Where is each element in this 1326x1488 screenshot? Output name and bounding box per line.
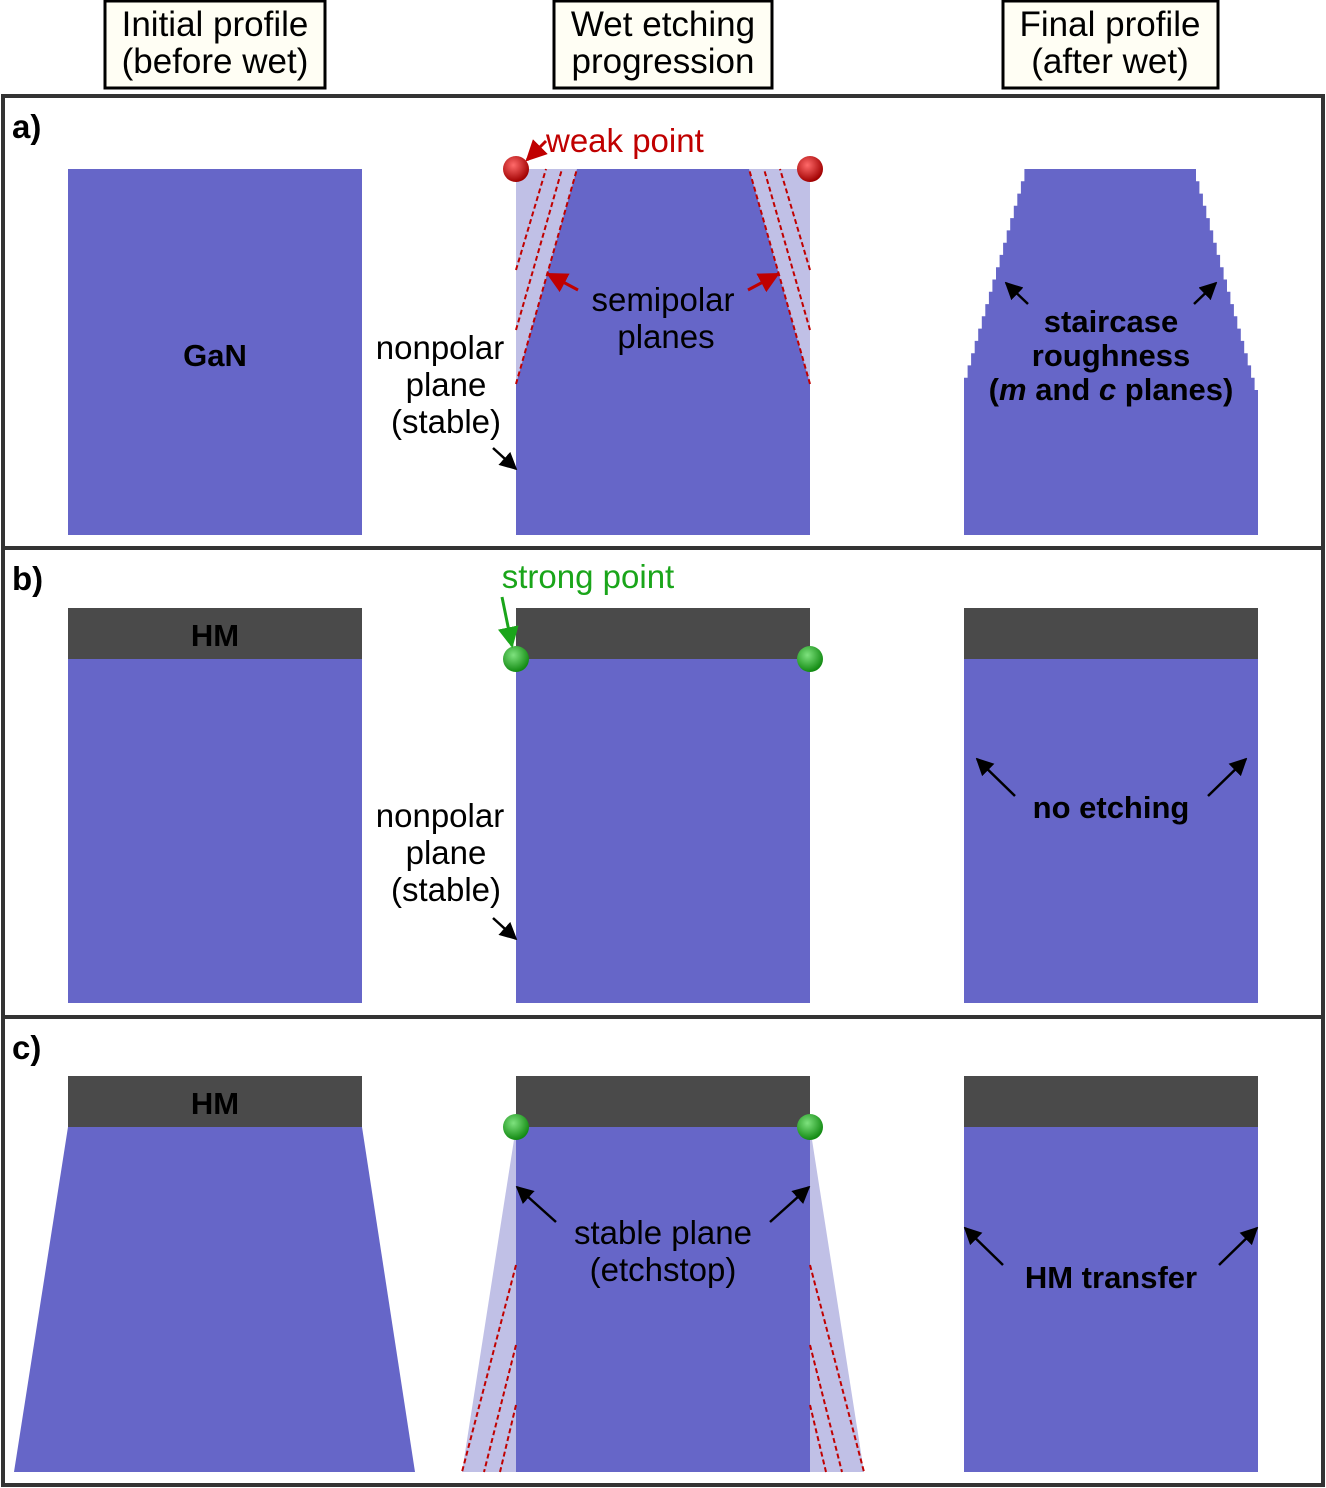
no-etching-arrow-right bbox=[1207, 757, 1248, 797]
panel-b: b) HM strong point nonpolar plane (stabl… bbox=[12, 558, 1258, 1003]
hard-mask-b-initial bbox=[68, 608, 362, 659]
stable-plane-arrow-right bbox=[769, 1185, 811, 1223]
weak-point-label: weak point bbox=[545, 122, 704, 159]
strong-point-right-marker bbox=[797, 646, 823, 672]
no-etching-label: no etching bbox=[1033, 790, 1190, 825]
header-final-line2: (after wet) bbox=[1031, 42, 1189, 81]
nonpolar-b-line2: plane bbox=[406, 834, 487, 871]
header-final-profile: Final profile (after wet) bbox=[1001, 0, 1220, 90]
panel-b-label: b) bbox=[12, 560, 43, 597]
panel-c: c) HM stable plane (etchstop) HM transfe… bbox=[12, 1029, 1259, 1473]
strong-point-label: strong point bbox=[502, 558, 674, 595]
semipolar-arrow-right bbox=[747, 272, 780, 293]
stable-plane-label-line2: (etchstop) bbox=[590, 1251, 737, 1288]
hm-transfer-arrow-left bbox=[963, 1226, 1004, 1266]
gan-block-c-final bbox=[964, 1127, 1258, 1472]
header-final-line1: Final profile bbox=[1020, 5, 1201, 44]
staircase-arrow-left bbox=[1004, 281, 1029, 305]
hard-mask-c-final bbox=[964, 1076, 1258, 1127]
strong-point-arrow bbox=[497, 596, 519, 649]
gan-label: GaN bbox=[183, 338, 247, 373]
weak-point-arrow bbox=[525, 139, 548, 162]
no-etching-arrow-left bbox=[975, 757, 1016, 797]
stable-plane-arrow-left bbox=[515, 1185, 557, 1223]
panel-a-label: a) bbox=[12, 108, 41, 145]
hard-mask-c-initial bbox=[68, 1076, 362, 1127]
header-progression-line2: progression bbox=[572, 42, 755, 81]
strong-point-c-left-marker bbox=[503, 1114, 529, 1140]
hard-mask-b-progression bbox=[516, 608, 810, 659]
weak-point-right-marker bbox=[797, 156, 823, 182]
gan-block-b-final bbox=[964, 659, 1258, 1003]
semipolar-arrow-left bbox=[546, 272, 579, 293]
hard-mask-b-final bbox=[964, 608, 1258, 659]
nonpolar-a-line2: plane bbox=[406, 366, 487, 403]
nonpolar-b-line3: (stable) bbox=[391, 871, 501, 908]
nonpolar-b-line1: nonpolar bbox=[376, 797, 504, 834]
staircase-label-line1: staircase bbox=[1044, 304, 1178, 339]
gan-block-a-progression bbox=[516, 169, 810, 535]
nonpolar-a-arrow bbox=[492, 447, 518, 471]
panel-c-border bbox=[1, 1015, 1325, 1487]
nonpolar-a-line3: (stable) bbox=[391, 403, 501, 440]
staircase-arrow-right bbox=[1193, 281, 1218, 305]
etched-region-c-left bbox=[462, 1127, 516, 1472]
weak-point-left-marker bbox=[503, 156, 529, 182]
gan-block-a-final bbox=[964, 169, 1258, 535]
nonpolar-b-arrow bbox=[492, 917, 518, 941]
header-initial-line1: Initial profile bbox=[122, 5, 309, 44]
header-initial-profile: Initial profile (before wet) bbox=[103, 0, 327, 90]
stable-plane-label-line1: stable plane bbox=[574, 1214, 752, 1251]
gan-block-c-progression bbox=[516, 1127, 810, 1472]
semipolar-label-line1: semipolar bbox=[591, 281, 734, 318]
strong-point-left-marker bbox=[503, 646, 529, 672]
hm-transfer-label: HM transfer bbox=[1025, 1260, 1197, 1295]
gan-block-b-progression bbox=[516, 659, 810, 1003]
gan-block-a-initial bbox=[68, 169, 362, 535]
gan-block-b-initial bbox=[68, 659, 362, 1003]
etched-region-c-right bbox=[810, 1127, 864, 1472]
header-initial-line2: (before wet) bbox=[122, 42, 309, 81]
nonpolar-a-line1: nonpolar bbox=[376, 329, 504, 366]
staircase-label-line2: roughness bbox=[1032, 338, 1190, 373]
panel-c-label: c) bbox=[12, 1029, 41, 1066]
strong-point-c-right-marker bbox=[797, 1114, 823, 1140]
header-wet-etching-progression: Wet etching progression bbox=[552, 0, 774, 90]
hm-label-b: HM bbox=[191, 618, 239, 653]
etch-front-lines bbox=[461, 1264, 865, 1473]
gan-block-c-initial bbox=[14, 1127, 415, 1472]
staircase-label-line3: (m and c planes) bbox=[989, 372, 1234, 407]
hard-mask-c-progression bbox=[516, 1076, 810, 1127]
hm-label-c: HM bbox=[191, 1086, 239, 1121]
panel-a: a) GaN weak point semipolar planes nonpo… bbox=[12, 108, 1258, 535]
header-progression-line1: Wet etching bbox=[571, 5, 755, 44]
semipolar-plane-lines bbox=[515, 168, 811, 385]
semipolar-label-line2: planes bbox=[617, 318, 714, 355]
hm-transfer-arrow-right bbox=[1218, 1226, 1259, 1266]
